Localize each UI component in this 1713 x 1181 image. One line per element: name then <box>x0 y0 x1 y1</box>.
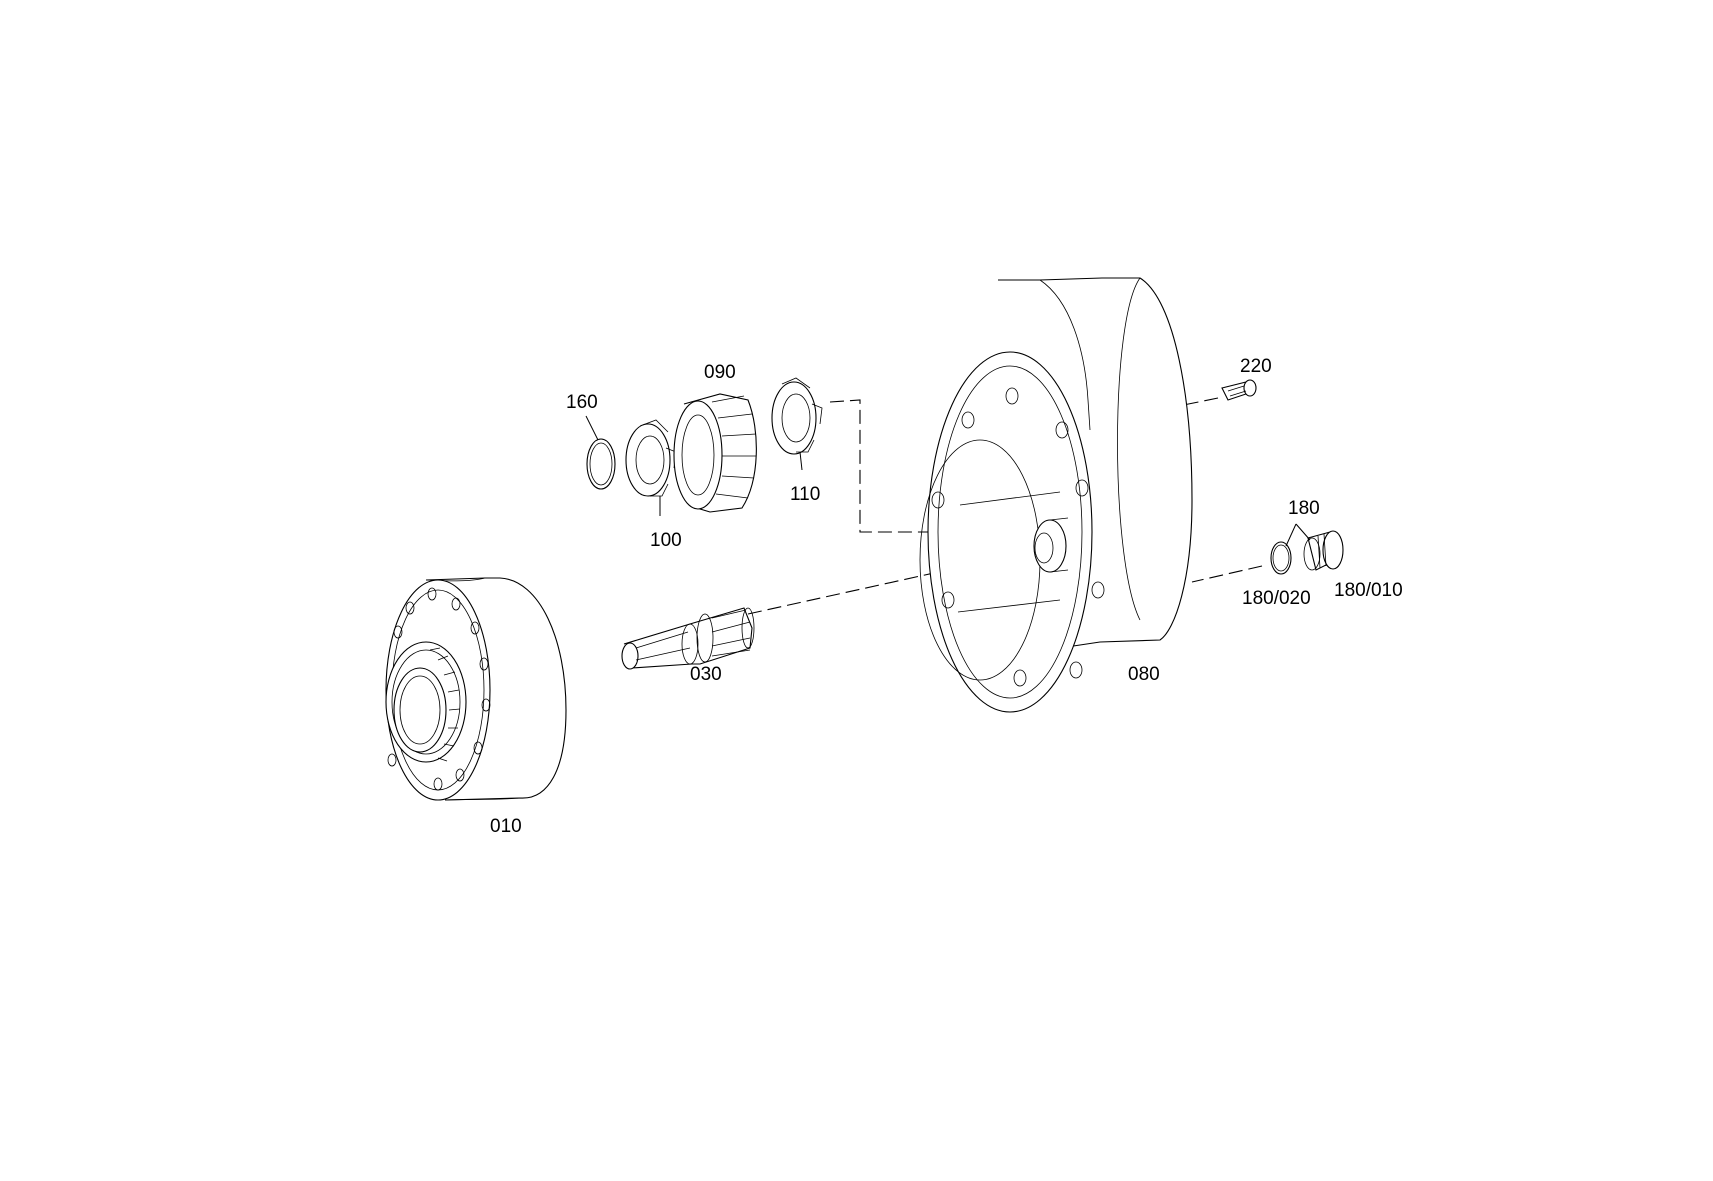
callout-110: 110 <box>790 484 820 505</box>
part-010-carrier <box>385 577 567 801</box>
callout-010: 010 <box>490 816 522 837</box>
part-100-bearing <box>625 419 677 497</box>
leader-160 <box>585 415 599 441</box>
leader-180-b <box>1285 523 1297 547</box>
part-180-020-o-ring <box>1270 541 1292 575</box>
part-080-housing <box>919 277 1193 713</box>
part-180-010-plug <box>1303 530 1344 571</box>
part-110-bearing <box>771 377 823 455</box>
part-090-planet-gear <box>673 393 757 513</box>
part-220-screw <box>1221 379 1257 401</box>
leader-lines <box>585 415 1311 547</box>
callout-labels: 160 090 220 110 100 180 180/020 180/010 … <box>490 356 1403 837</box>
callout-160: 160 <box>566 392 598 413</box>
leader-180-a <box>1295 523 1311 541</box>
callout-180: 180 <box>1288 498 1320 519</box>
callout-100: 100 <box>650 530 682 551</box>
callout-030: 030 <box>690 664 722 685</box>
part-160-snap-ring <box>586 438 616 490</box>
callout-090: 090 <box>704 362 736 383</box>
callout-080: 080 <box>1128 664 1160 685</box>
callout-180-020: 180/020 <box>1242 588 1311 609</box>
callout-180-010: 180/010 <box>1334 580 1403 601</box>
part-030-shaft <box>621 607 755 670</box>
callout-220: 220 <box>1240 356 1272 377</box>
assembly-line-180-to-housing <box>1191 565 1263 583</box>
leader-110 <box>799 451 803 471</box>
